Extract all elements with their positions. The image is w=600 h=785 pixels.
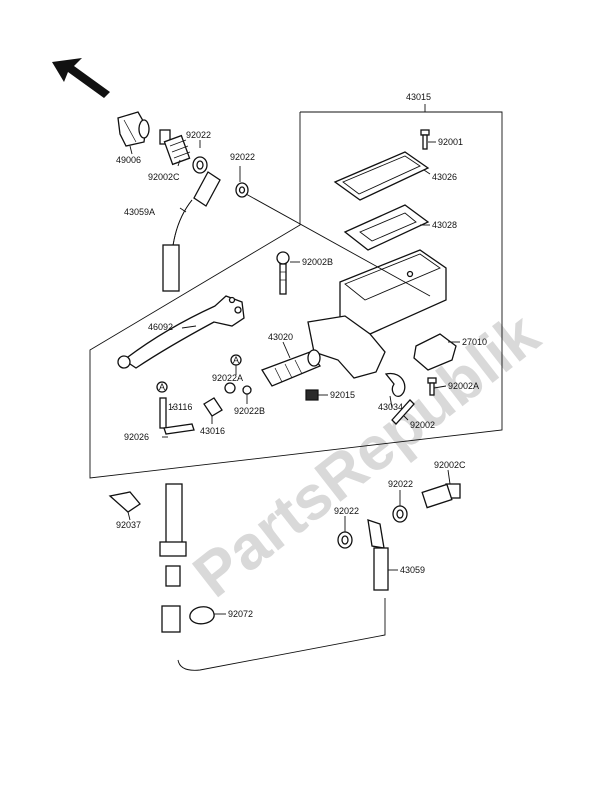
label-43059a: 43059A [124, 207, 155, 217]
label-43059: 43059 [400, 565, 425, 575]
washer-92022b [242, 385, 252, 395]
label-92037: 92037 [116, 520, 141, 530]
screw-92002a [427, 377, 437, 396]
clip-92037 [108, 491, 141, 513]
label-92022b: 92022B [234, 406, 265, 416]
hose-fitting-lower-left [159, 483, 187, 633]
washer-92022a [224, 382, 236, 394]
reservoir-cap-43026 [333, 151, 430, 201]
bolt-92002 [391, 399, 415, 425]
callout-a-bottom [156, 381, 168, 393]
label-46092: 46092 [148, 322, 173, 332]
svg-text:A: A [233, 355, 239, 365]
switch-27010 [413, 333, 457, 371]
piston-kit-43020 [261, 349, 322, 387]
label-27010: 27010 [462, 337, 487, 347]
boot-43016 [203, 397, 223, 417]
label-43015: 43015 [406, 92, 431, 102]
pin-13116 [159, 397, 195, 435]
label-92002c-1: 92002C [148, 172, 180, 182]
diaphragm-43028 [343, 204, 430, 251]
label-92022-4: 92022 [334, 506, 359, 516]
master-cylinder-body [307, 249, 447, 379]
label-92002b: 92002B [302, 257, 333, 267]
label-43020: 43020 [268, 332, 293, 342]
label-13116: 13116 [168, 402, 192, 412]
label-92026: 92026 [124, 432, 149, 442]
label-92001: 92001 [438, 137, 463, 147]
label-43028: 43028 [432, 220, 457, 230]
banjo-elbow-49006 [117, 111, 150, 147]
direction-arrow-icon [52, 58, 110, 98]
label-92002a: 92002A [448, 381, 479, 391]
clamp-92072 [189, 606, 215, 625]
nut-92015 [305, 389, 319, 401]
screw-92001 [420, 129, 430, 150]
label-43016: 43016 [200, 426, 225, 436]
pivot-bolt-92002b [276, 251, 290, 295]
svg-text:A: A [159, 382, 165, 392]
label-43026: 43026 [432, 172, 457, 182]
lever-46092 [117, 295, 245, 369]
label-92022a: 92022A [212, 373, 243, 383]
label-92015: 92015 [330, 390, 355, 400]
label-92072: 92072 [228, 609, 253, 619]
lower-bracket [177, 598, 386, 671]
hose-43059a [162, 171, 221, 292]
label-92022-2: 92022 [230, 152, 255, 162]
clamp-43034 [384, 372, 406, 397]
banjo-bolt-92002c-lower [421, 483, 461, 509]
label-92022-3: 92022 [388, 479, 413, 489]
label-43034: 43034 [378, 402, 403, 412]
leader-lines [127, 140, 460, 615]
label-49006: 49006 [116, 155, 141, 165]
label-92022-1: 92022 [186, 130, 211, 140]
banjo-bolt-92002c [159, 129, 191, 166]
label-92002c-2: 92002C [434, 460, 466, 470]
label-92002: 92002 [410, 420, 435, 430]
hose-43059 [367, 519, 389, 591]
assembly-frame [89, 111, 503, 479]
